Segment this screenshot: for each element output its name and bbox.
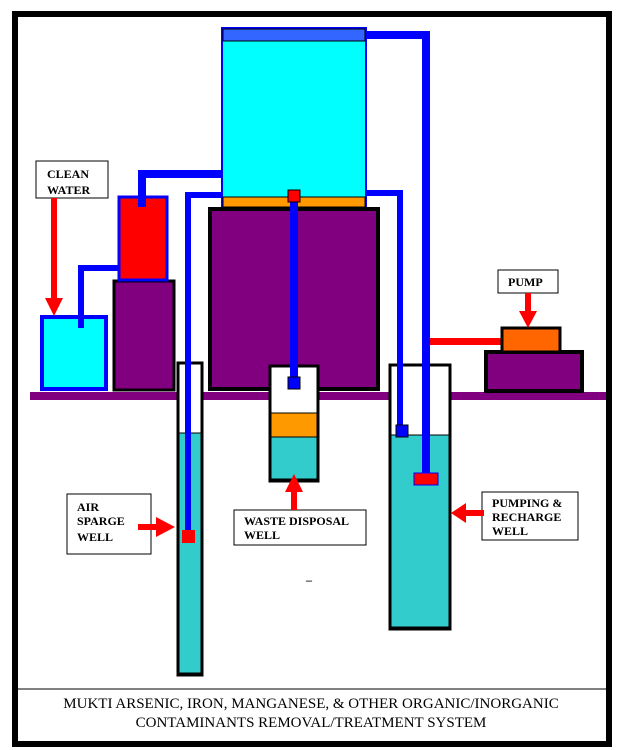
air-sparge-arrow-head (156, 517, 175, 537)
pump-stand (484, 350, 584, 393)
pumping-recharge-label-line2: RECHARGE (492, 510, 561, 524)
waste-disposal-arrow-shaft (291, 490, 297, 510)
recharge-outlet (395, 424, 409, 438)
aeration-stand (112, 279, 176, 392)
waste-well-water (270, 436, 318, 480)
clean-water-label-box (35, 160, 109, 199)
pumping-recharge-label-line1: PUMPING & (492, 496, 562, 510)
pump-label: PUMP (508, 275, 543, 289)
waste-disposal-label-line2: WELL (244, 528, 280, 542)
pump-intake (413, 472, 439, 486)
pumping-recharge-arrow-head (451, 503, 466, 523)
clean-water-label-line1: CLEAN (47, 167, 89, 181)
clean-water-arrow-shaft (51, 198, 57, 300)
treatment-tank-lid (222, 28, 366, 42)
waste-disposal-arrow-head (285, 474, 303, 492)
clean-water-tank (40, 315, 108, 391)
pumping-recharge-label-box (481, 491, 579, 541)
pump-connection-line (430, 338, 502, 345)
waste-well-sludge-layer (270, 412, 318, 438)
stray-mark: _ (305, 569, 313, 583)
waste-drain-valve (287, 189, 301, 203)
air-sparge-arrow-shaft (138, 524, 158, 530)
pumping-well-water (390, 434, 450, 628)
pump-body (500, 326, 562, 354)
air-sparge-label-box (66, 493, 152, 555)
diagram-title-line1: MUKTI ARSENIC, IRON, MANGANESE, & OTHER … (63, 696, 558, 712)
waste-drain-outlet (287, 376, 301, 390)
pump-arrow-shaft (525, 293, 531, 313)
pump-arrow-head (519, 311, 537, 328)
waste-disposal-label-line1: WASTE DISPOSAL (244, 514, 349, 528)
treatment-tank (221, 27, 367, 209)
air-sparge-diffuser (182, 530, 195, 543)
aeration-tank (117, 195, 169, 282)
air-sparge-label-line2: SPARGE (77, 514, 125, 528)
air-sparge-label-line1: AIR (77, 500, 99, 514)
clean-water-arrow-head (45, 298, 63, 316)
clean-water-label-line2: WATER (47, 183, 90, 197)
air-sparge-label-line3: WELL (77, 530, 113, 544)
waste-disposal-label-box (233, 509, 367, 546)
pumping-recharge-label-line3: WELL (492, 524, 528, 538)
pumping-recharge-arrow-shaft (464, 510, 484, 516)
diagram-title-line2: CONTAMINANTS REMOVAL/TREATMENT SYSTEM (136, 715, 487, 731)
